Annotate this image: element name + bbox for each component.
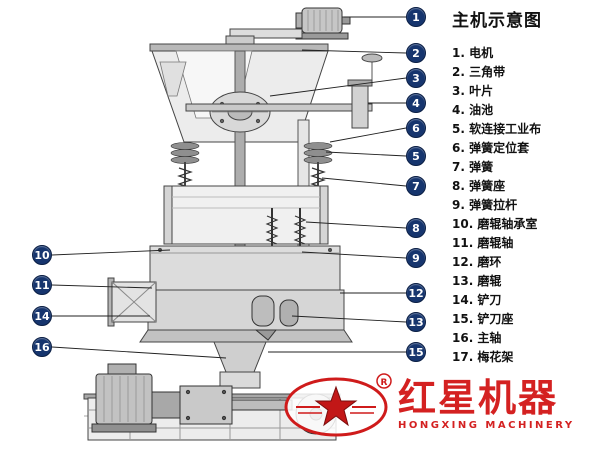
callout-6: 6 xyxy=(406,118,426,138)
legend-item-6: 6. 弹簧定位套 xyxy=(452,141,530,155)
top-motor xyxy=(295,7,351,40)
callout-3: 3 xyxy=(406,68,426,88)
flange-and-stand xyxy=(185,53,383,129)
legend-item-4: 4. 油池 xyxy=(452,103,494,117)
legend: 主机示意图 1. 电机 2. 三角带 3. 叶片 4. 油池 5. 软连接工业布… xyxy=(452,6,598,367)
leader-lines xyxy=(51,16,407,359)
blade-assembly xyxy=(209,91,271,133)
legend-item-17: 17. 梅花架 xyxy=(452,350,514,364)
legend-item-11: 11. 磨辊轴 xyxy=(452,236,514,250)
callout-2: 2 xyxy=(406,43,426,63)
star-icon xyxy=(314,385,358,427)
legend-item-7: 7. 弹簧 xyxy=(452,160,494,174)
legend-item-12: 12. 磨环 xyxy=(452,255,502,269)
callout-16: 16 xyxy=(32,337,52,357)
legend-item-13: 13. 磨辊 xyxy=(452,274,502,288)
bellows-cylinder xyxy=(163,185,329,245)
legend-item-14: 14. 铲刀 xyxy=(452,293,502,307)
registered-mark: R xyxy=(381,378,388,388)
callout-15: 15 xyxy=(406,342,426,362)
brand-logo: R xyxy=(284,373,392,437)
callout-5: 5 xyxy=(406,146,426,166)
callout-11: 11 xyxy=(32,275,52,295)
inlet-chute xyxy=(107,277,157,327)
callout-13: 13 xyxy=(406,312,426,332)
legend-item-15: 15. 铲刀座 xyxy=(452,312,514,326)
output-cone xyxy=(213,341,267,389)
callout-4: 4 xyxy=(406,93,426,113)
callout-10: 10 xyxy=(32,245,52,265)
brand-name-en: HONGXING MACHINERY xyxy=(398,420,575,431)
page-title: 主机示意图 xyxy=(452,11,542,31)
main-body-base xyxy=(139,289,353,343)
grinding-ring-band xyxy=(149,245,341,291)
legend-item-10: 10. 磨辊轴承室 xyxy=(452,217,538,231)
callout-1: 1 xyxy=(406,7,426,27)
legend-item-1: 1. 电机 xyxy=(452,46,494,60)
brand-name-cn: 红星机器 xyxy=(398,376,559,420)
legend-item-9: 9. 弹簧拉杆 xyxy=(452,198,518,212)
legend-item-8: 8. 弹簧座 xyxy=(452,179,506,193)
callout-7: 7 xyxy=(406,176,426,196)
legend-item-16: 16. 主轴 xyxy=(452,331,502,345)
legend-item-3: 3. 叶片 xyxy=(452,84,494,98)
brand-watermark: R 红星机器 HONGXING MACHINERY xyxy=(284,364,598,446)
callout-9: 9 xyxy=(406,248,426,268)
spring-assembly-left xyxy=(170,142,200,205)
legend-item-2: 2. 三角带 xyxy=(452,65,506,79)
callout-8: 8 xyxy=(406,218,426,238)
rollers-and-shovel xyxy=(251,295,299,341)
callout-14: 14 xyxy=(32,306,52,326)
brand-text: 红星机器 HONGXING MACHINERY xyxy=(398,379,575,431)
callout-12: 12 xyxy=(406,283,426,303)
legend-item-5: 5. 软连接工业布 xyxy=(452,122,542,136)
belt-duct xyxy=(225,28,303,46)
